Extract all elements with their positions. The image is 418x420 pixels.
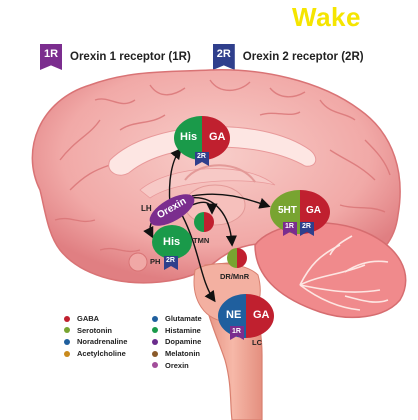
fornix <box>184 164 256 183</box>
receptor-legend: 1R Orexin 1 receptor (1R) 2R Orexin 2 re… <box>40 44 364 70</box>
key-item-serotonin: Serotonin <box>64 325 127 337</box>
key-item-histamine: Histamine <box>152 325 202 337</box>
sht-ga-nucleus <box>270 190 330 236</box>
glutamate-dot <box>152 315 158 322</box>
pituitary <box>128 252 148 272</box>
key-item-melatonin: Melatonin <box>152 348 202 360</box>
key-column-left: GABA Serotonin Noradrenaline Acetylcholi… <box>64 313 127 359</box>
key-label: Histamine <box>165 325 201 335</box>
key-label: Noradrenaline <box>77 337 128 347</box>
key-column-right: Glutamate Histamine Dopamine Melatonin O… <box>152 313 202 371</box>
arrow-orexin-to-drmnr <box>189 197 238 247</box>
cortex-folds <box>54 79 391 253</box>
arrow-orexin-to-sht <box>191 193 271 209</box>
orexin-dot <box>152 362 158 369</box>
melatonin-dot <box>152 350 158 357</box>
key-label: Glutamate <box>165 314 202 324</box>
key-label: Orexin <box>165 360 189 370</box>
orexin-2-receptor-label: Orexin 2 receptor (2R) <box>242 51 364 63</box>
acetylcholine-dot <box>64 350 70 357</box>
key-label: Melatonin <box>165 349 200 359</box>
key-item-noradrenaline: Noradrenaline <box>64 336 127 348</box>
key-label: Acetylcholine <box>77 349 126 359</box>
orexin-2-receptor-badge: 2R <box>212 44 235 70</box>
key-item-glutamate: Glutamate <box>152 313 202 325</box>
key-item-orexin: Orexin <box>152 359 202 371</box>
key-item-gaba: GABA <box>64 313 127 325</box>
tmn-nucleus <box>194 212 214 232</box>
noradrenaline-dot <box>64 338 70 345</box>
dopamine-dot <box>152 338 158 345</box>
key-label: Dopamine <box>165 337 202 347</box>
orexin-1-receptor-label: Orexin 1 receptor (1R) <box>70 51 191 63</box>
key-item-acetylcholine: Acetylcholine <box>64 348 127 360</box>
his-ph-nucleus <box>152 225 192 270</box>
ne-ga-nucleus <box>218 294 274 340</box>
key-label: GABA <box>77 314 100 324</box>
key-item-dopamine: Dopamine <box>152 336 202 348</box>
his-ga-nucleus <box>174 116 230 166</box>
serotonin-dot <box>64 327 70 334</box>
arrow-orexin-to-lc <box>181 214 216 303</box>
diagram-title: Wake <box>292 2 361 32</box>
ventricle <box>139 168 276 199</box>
arrow-orexin-to-tmn <box>191 201 218 215</box>
dr-mnr-nucleus <box>227 248 247 268</box>
orexin-nucleus <box>149 194 195 226</box>
histamine-dot <box>152 327 158 334</box>
gaba-dot <box>64 315 70 322</box>
projection-arrows <box>143 147 271 303</box>
key-label: Serotonin <box>77 325 112 335</box>
orexin-1-receptor-badge: 1R <box>40 44 62 70</box>
